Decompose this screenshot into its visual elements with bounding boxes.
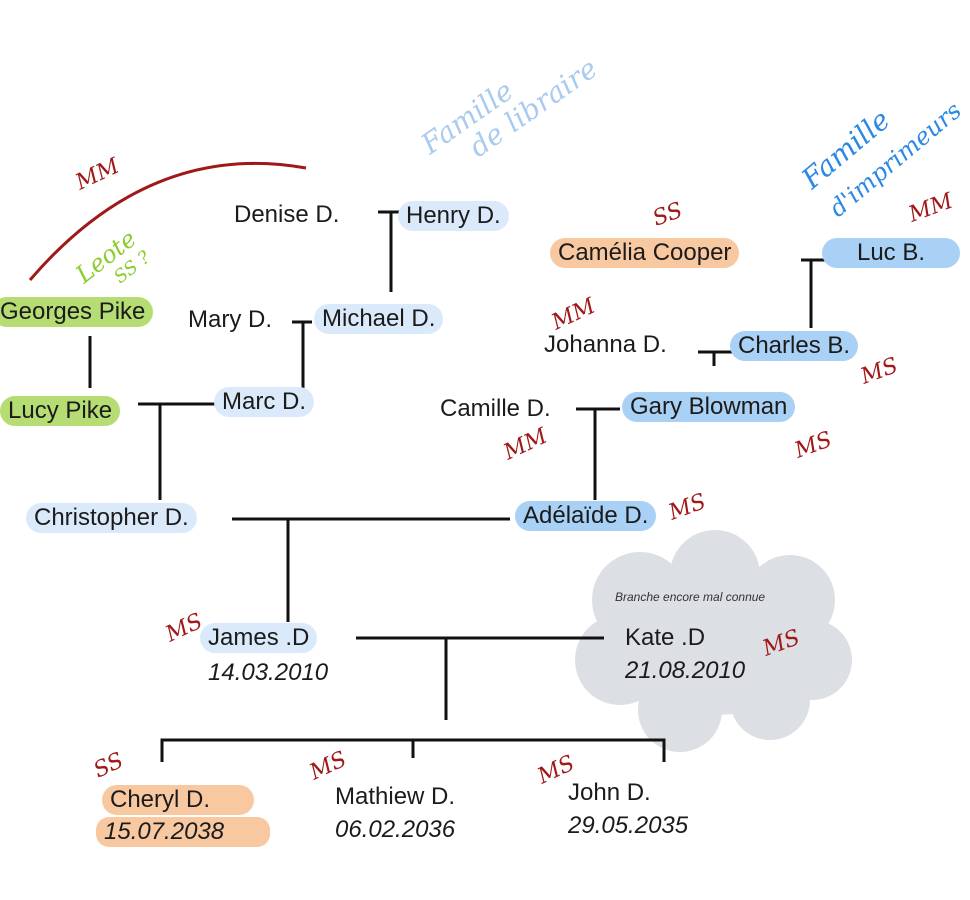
person-lucy: Lucy Pike [0, 396, 121, 426]
person-adelaide: Adélaïde D. [515, 501, 657, 531]
line-mary-michael [292, 320, 312, 392]
person-kate: Kate .D [625, 624, 706, 651]
date-cheryl: 15.07.2038 [96, 817, 270, 847]
line-james-kate [356, 636, 604, 720]
line-camille-gary [576, 407, 620, 500]
line-luc-charles [801, 258, 826, 328]
connector-lines [88, 210, 826, 762]
cloud-shape [575, 530, 852, 752]
person-christopher: Christopher D. [26, 503, 197, 533]
person-james: James .D [200, 623, 318, 653]
person-gary: Gary Blowman [622, 392, 796, 422]
person-mary: Mary D. [188, 306, 272, 333]
line-johanna-charles [698, 350, 732, 366]
person-georges: Georges Pike [0, 297, 154, 327]
person-camille: Camille D. [440, 395, 551, 422]
person-mathiew: Mathiew D. [335, 783, 456, 810]
date-john: 29.05.2035 [568, 812, 689, 839]
person-marc: Marc D. [214, 387, 314, 417]
person-camelia: Camélia Cooper [550, 238, 740, 268]
person-cheryl: Cheryl D. [102, 785, 254, 815]
red-arc-stroke [28, 161, 307, 281]
date-james: 14.03.2010 [208, 659, 329, 686]
person-john: John D. [568, 779, 651, 806]
person-michael: Michael D. [314, 304, 444, 334]
person-charles: Charles B. [730, 331, 859, 361]
person-luc: Luc B. [822, 238, 960, 268]
date-kate: 21.08.2010 [625, 657, 746, 684]
line-lucy-marc [138, 402, 218, 500]
person-johanna: Johanna D. [544, 331, 667, 358]
date-mathiew: 06.02.2036 [335, 816, 456, 843]
line-christopher-adelaide [232, 517, 510, 622]
line-children-bracket [160, 738, 666, 762]
cloud-note: Branche encore mal connue [615, 590, 766, 604]
person-henry: Henry D. [398, 201, 509, 231]
person-denise: Denise D. [234, 201, 340, 228]
